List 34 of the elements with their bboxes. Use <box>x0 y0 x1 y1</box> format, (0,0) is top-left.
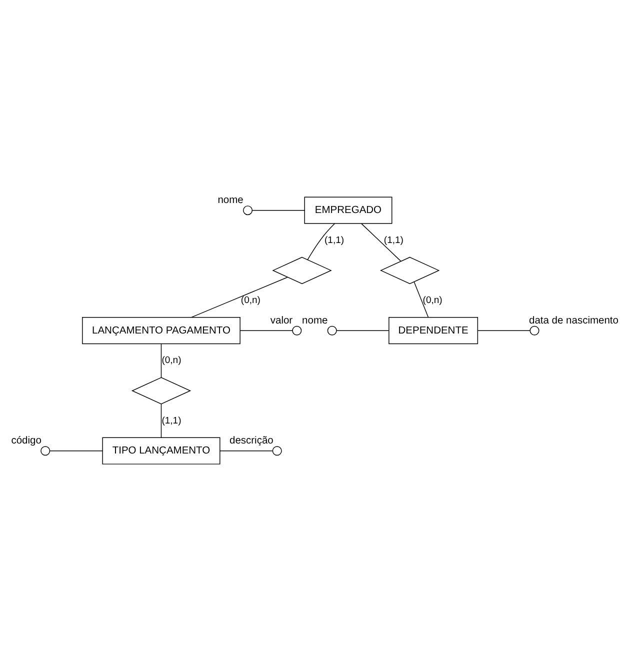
node-circle <box>327 325 337 335</box>
connector <box>220 450 273 451</box>
node-box: EMPREGADO <box>304 196 392 224</box>
node-circle <box>243 205 253 215</box>
node-box: DEPENDENTE <box>388 316 478 344</box>
node-box: LANÇAMENTO PAGAMENTO <box>82 316 240 344</box>
edge-label: (0,n) <box>240 294 260 306</box>
node-label: código <box>11 435 42 446</box>
node-diamond <box>380 256 440 284</box>
node-box: TIPO LANÇAMENTO <box>102 436 220 464</box>
node-circle <box>530 325 540 335</box>
node-label: nome <box>302 314 328 326</box>
edge-label: (1,1) <box>162 414 182 426</box>
node-circle <box>292 325 302 335</box>
edge-label: (0,n) <box>162 354 182 366</box>
connector <box>191 276 288 318</box>
node-label: valor <box>270 314 293 326</box>
edge-label: (0,n) <box>422 294 442 306</box>
connector <box>160 403 162 438</box>
connector <box>414 281 429 318</box>
connector <box>307 222 335 260</box>
edge-label: (1,1) <box>384 234 404 246</box>
node-label: descrição <box>229 435 274 446</box>
connector <box>50 450 103 451</box>
node-circle <box>40 446 50 456</box>
node-diamond <box>131 376 192 404</box>
node-label: data de nascimento <box>529 314 618 326</box>
connector <box>361 222 402 262</box>
edge-label: (1,1) <box>324 234 344 246</box>
connector <box>160 343 162 378</box>
node-label: nome <box>218 194 244 206</box>
node-circle <box>272 446 282 456</box>
node-diamond <box>272 256 332 284</box>
connector <box>252 209 305 210</box>
